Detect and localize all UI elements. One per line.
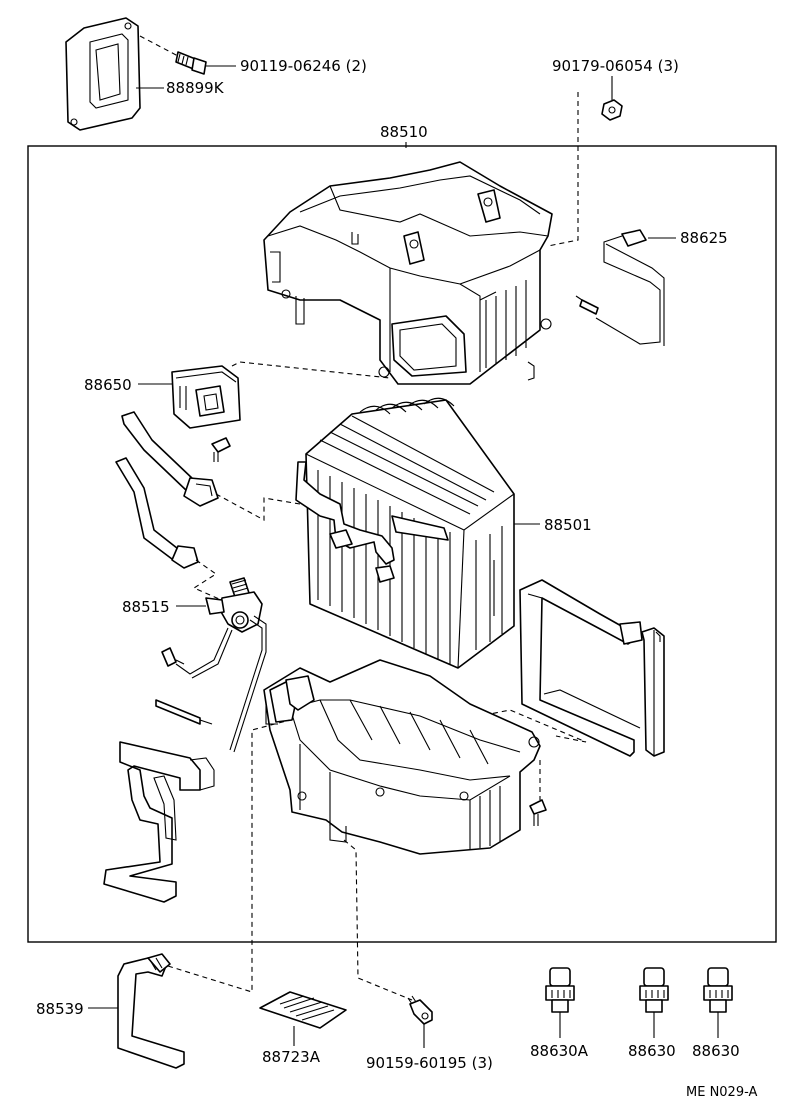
label-amplifier: 88650 (84, 376, 132, 394)
label-plate-part[interactable] (259, 991, 347, 1029)
drain-hose-inner-part[interactable] (103, 741, 215, 903)
screw-top-part[interactable] (175, 51, 207, 75)
amplifier-part[interactable] (171, 365, 241, 429)
label-case-assy: 88510 (380, 123, 428, 141)
liquid-pipe-part[interactable] (115, 457, 199, 569)
upper-case-part[interactable] (263, 161, 553, 385)
label-screw-bottom: 90159-60195 (3) (366, 1054, 493, 1072)
label-gasket: 88899K (166, 79, 225, 97)
lower-case-part[interactable] (263, 659, 541, 855)
pressure-switch-b-part[interactable] (639, 967, 669, 1038)
drain-hose-outer-part[interactable] (117, 953, 185, 1069)
label-label-plate: 88723A (262, 1048, 321, 1066)
pressure-switch-a-part[interactable] (545, 967, 575, 1038)
gasket-part[interactable] (65, 17, 141, 131)
screw-bottom-part[interactable] (407, 995, 433, 1025)
nut-top-part[interactable] (601, 99, 623, 121)
label-pressure-switch-a: 88630A (530, 1042, 589, 1060)
label-nut-top: 90179-06054 (3) (552, 57, 679, 75)
label-pressure-switch-c: 88630 (692, 1042, 740, 1060)
assembly-frame (27, 145, 777, 943)
label-expansion-valve: 88515 (122, 598, 170, 616)
thermistor-part[interactable] (575, 229, 665, 346)
expansion-valve-part[interactable] (155, 577, 267, 753)
label-pressure-switch-b: 88630 (628, 1042, 676, 1060)
label-evaporator: 88501 (544, 516, 592, 534)
label-thermistor: 88625 (680, 229, 728, 247)
drawing-code: ME N029-A (686, 1085, 758, 1100)
label-screw-top: 90119-06246 (2) (240, 57, 367, 75)
amplifier-screw-part[interactable] (211, 437, 231, 462)
label-drain-hose: 88539 (36, 1000, 84, 1018)
evaporator-part[interactable] (295, 397, 515, 669)
suction-pipe-part[interactable] (121, 411, 219, 507)
lower-case-screw-part[interactable] (529, 799, 547, 826)
pressure-switch-c-part[interactable] (703, 967, 733, 1038)
side-bracket-part[interactable] (519, 579, 665, 757)
